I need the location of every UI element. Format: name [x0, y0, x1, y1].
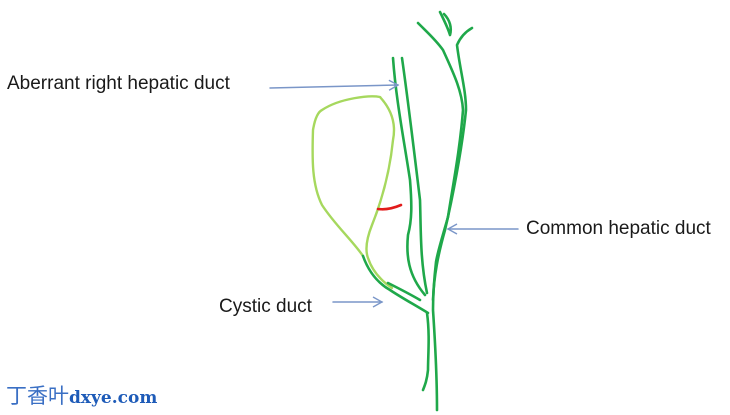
- common-hepatic-duct: [416, 10, 474, 412]
- label-cystic-duct: Cystic duct: [219, 296, 312, 317]
- label-aberrant-right-hepatic-duct: Aberrant right hepatic duct: [7, 73, 230, 94]
- label-common-hepatic-duct: Common hepatic duct: [526, 218, 711, 239]
- clip-marker: [376, 203, 403, 211]
- watermark-cn: 丁香叶: [6, 384, 69, 408]
- watermark: 丁香叶dxye.com: [6, 380, 157, 410]
- aberrant-right-hepatic-duct: [391, 56, 429, 297]
- watermark-en: dxye.com: [69, 388, 158, 408]
- arrow-aberrant: [269, 79, 400, 91]
- cystic-duct: [361, 254, 430, 315]
- gallbladder: [311, 95, 396, 290]
